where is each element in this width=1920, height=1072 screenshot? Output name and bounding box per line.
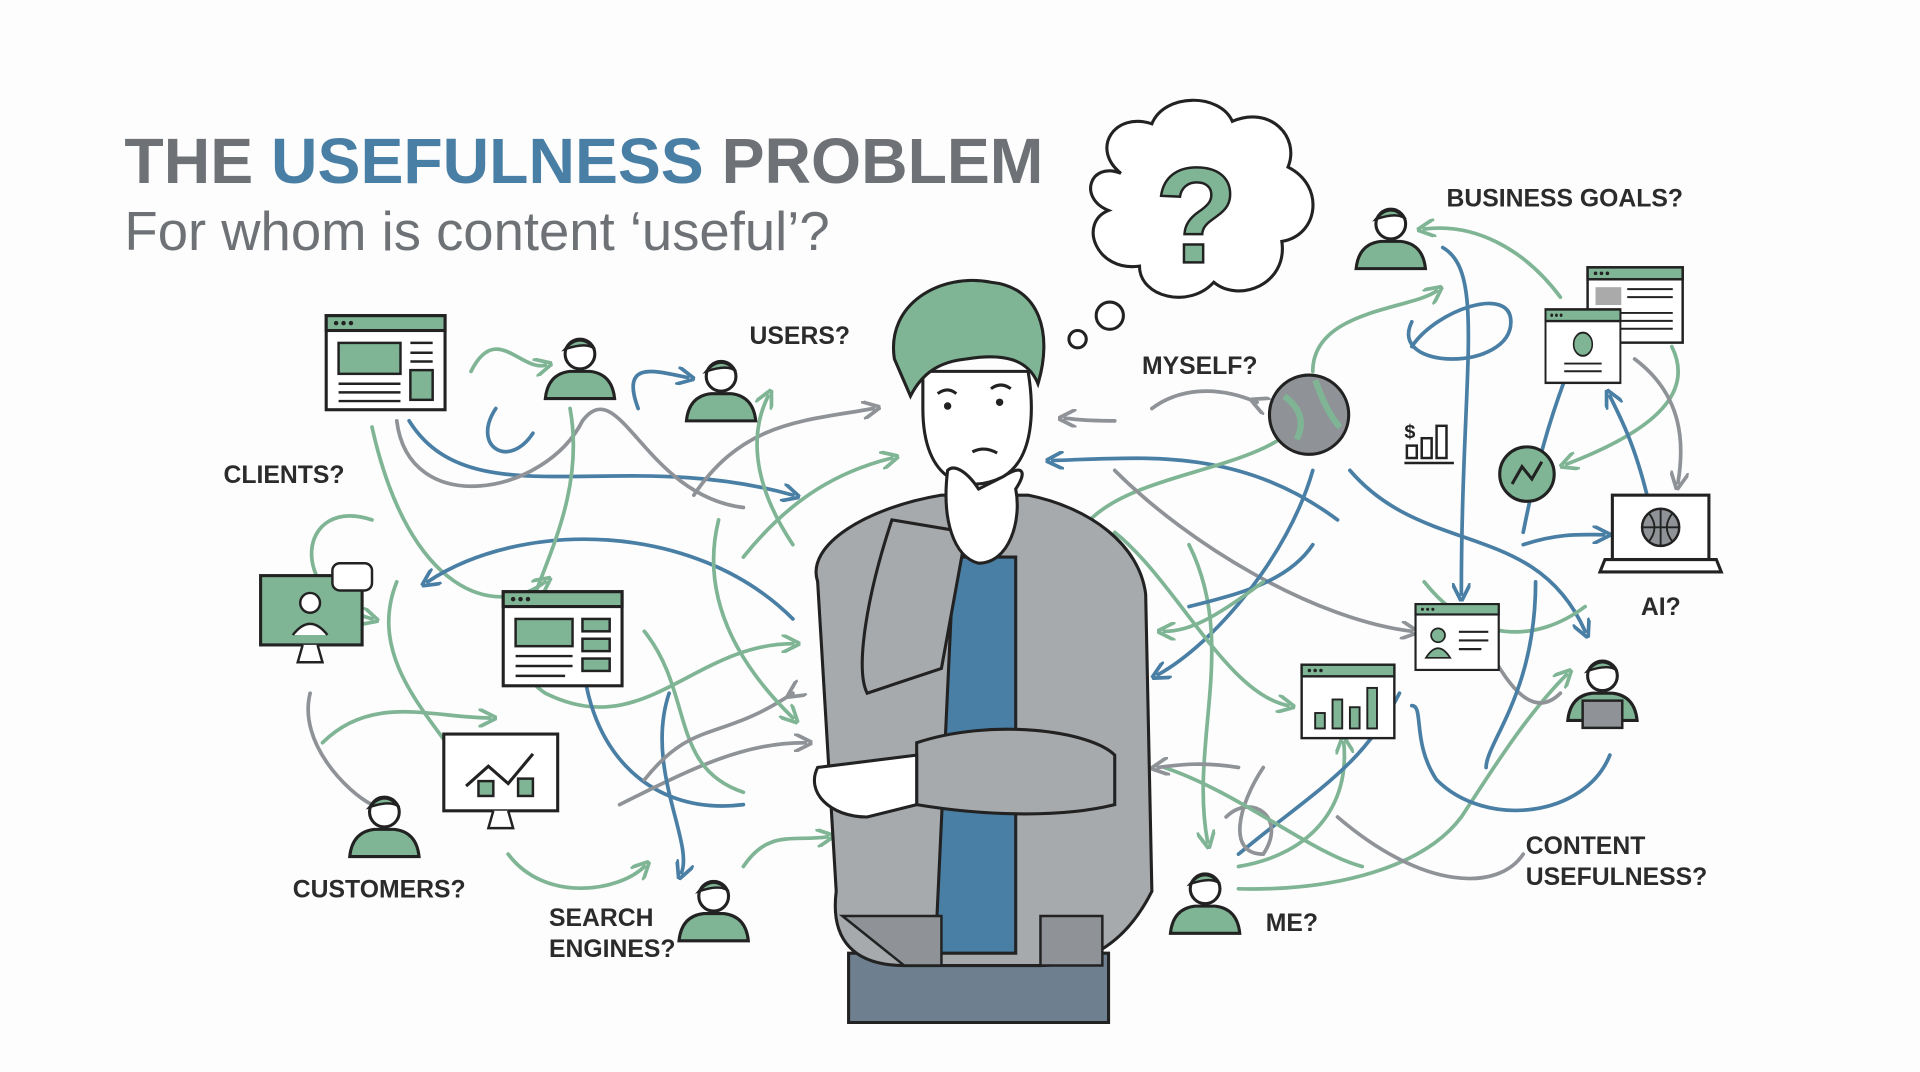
- profile-window-icon: [1414, 602, 1500, 672]
- search-engine-person-icon: [677, 879, 750, 943]
- video-call-monitor-icon: [259, 561, 374, 664]
- label-business-goals: BUSINESS GOALS?: [1446, 186, 1683, 213]
- global-network-icon: [1267, 373, 1351, 456]
- thought-bubble: ?: [1067, 98, 1315, 350]
- label-customers: CUSTOMERS?: [293, 876, 466, 903]
- label-ai: AI?: [1641, 594, 1681, 621]
- question-mark: ?: [1155, 139, 1238, 291]
- pie-chart-window-icon: [1544, 308, 1622, 385]
- webpage-list-icon: [501, 590, 624, 688]
- svg-text:$: $: [1404, 421, 1415, 443]
- report-window-icon: [1586, 266, 1684, 344]
- label-clients: CLIENTS?: [223, 462, 344, 489]
- label-me: ME?: [1266, 910, 1318, 937]
- subtitle: For whom is content ‘useful’?: [124, 201, 829, 262]
- laptop-globe-icon: [1597, 493, 1724, 574]
- page-title: THE USEFULNESS PROBLEM: [124, 125, 1043, 197]
- person-laptop-icon: [1566, 659, 1639, 730]
- label-myself: MYSELF?: [1142, 353, 1258, 380]
- bar-chart-window-icon: [1300, 663, 1396, 740]
- me-person-icon: [1168, 872, 1242, 935]
- analytics-monitor-icon: [442, 732, 560, 830]
- trend-circle-icon: [1498, 445, 1556, 503]
- business-person-icon: [1354, 207, 1427, 271]
- customer-woman-icon: [348, 795, 421, 859]
- woman-icon: [543, 337, 617, 401]
- label-users: USERS?: [750, 323, 850, 350]
- user-icon: [684, 359, 758, 423]
- thinking-person: [812, 278, 1154, 1025]
- finance-chart-icon: $: [1404, 421, 1454, 465]
- webpage-icon: [324, 314, 447, 412]
